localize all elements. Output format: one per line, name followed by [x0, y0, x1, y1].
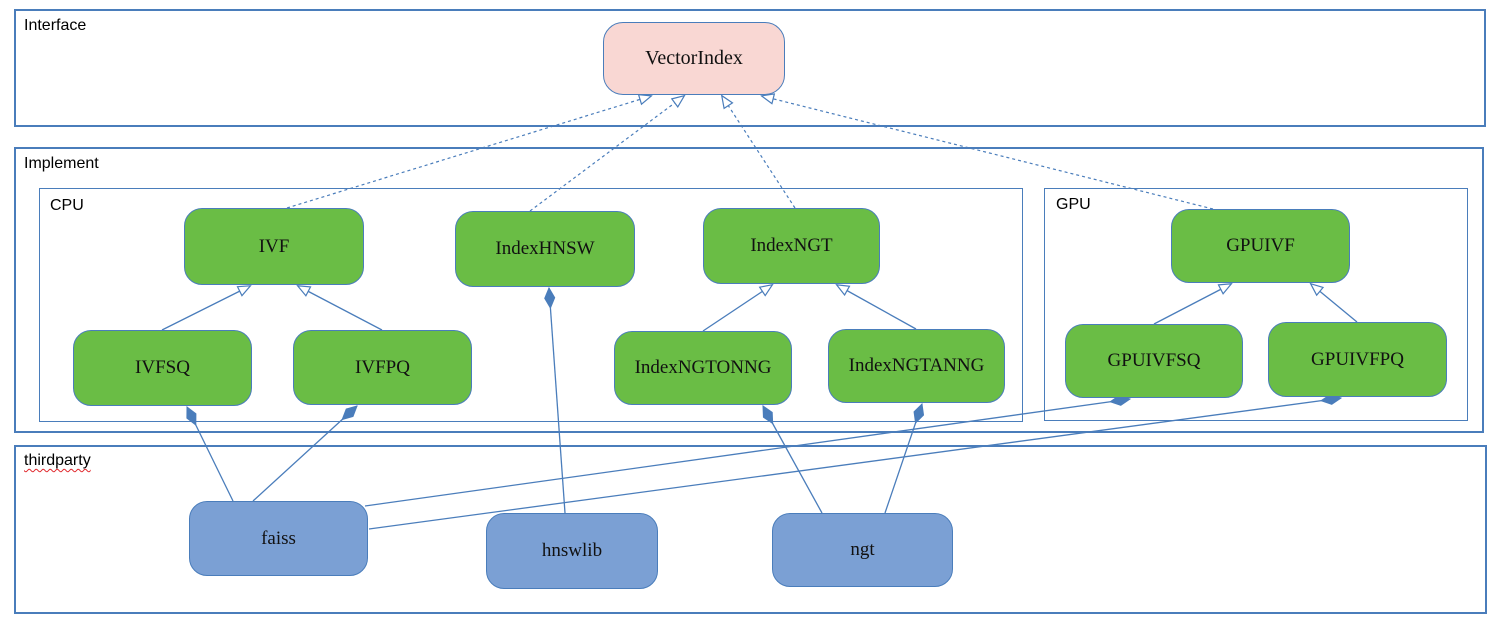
node-indexngtonng: IndexNGTONNG: [614, 331, 792, 405]
node-gpuivf-label: GPUIVF: [1226, 235, 1295, 256]
node-ivf-label: IVF: [258, 235, 290, 257]
node-indexngtanng-label: IndexNGTANNG: [848, 355, 985, 376]
node-indexngtanng: IndexNGTANNG: [828, 329, 1005, 403]
node-gpuivfsq-label: GPUIVFSQ: [1107, 350, 1201, 371]
node-vectorindex: VectorIndex: [603, 22, 785, 95]
node-ivfsq: IVFSQ: [73, 330, 252, 406]
node-ivf: IVF: [184, 208, 364, 285]
gpu-label: GPU: [1056, 196, 1091, 213]
implement-label: Implement: [24, 155, 99, 172]
thirdparty-label: thirdparty: [24, 452, 91, 469]
node-ivfpq-label: IVFPQ: [355, 356, 410, 378]
node-indexngt: IndexNGT: [703, 208, 880, 284]
node-hnswlib: hnswlib: [486, 513, 658, 589]
node-gpuivfpq: GPUIVFPQ: [1268, 322, 1447, 397]
node-gpuivf: GPUIVF: [1171, 209, 1350, 283]
node-ngt: ngt: [772, 513, 953, 587]
interface-label: Interface: [24, 17, 87, 34]
node-ngt-label: ngt: [850, 539, 875, 560]
node-indexhnsw-label: IndexHNSW: [495, 238, 595, 259]
node-hnswlib-label: hnswlib: [541, 540, 603, 561]
node-faiss: faiss: [189, 501, 368, 576]
node-ivfpq: IVFPQ: [293, 330, 472, 405]
node-vectorindex-label: VectorIndex: [645, 47, 743, 69]
node-ivfsq-label: IVFSQ: [135, 357, 190, 378]
node-indexngtonng-label: IndexNGTONNG: [634, 357, 772, 378]
node-indexngt-label: IndexNGT: [750, 235, 833, 256]
node-gpuivfsq: GPUIVFSQ: [1065, 324, 1243, 398]
node-faiss-label: faiss: [261, 527, 296, 549]
cpu-label: CPU: [50, 197, 84, 214]
node-gpuivfpq-label: GPUIVFPQ: [1311, 348, 1404, 370]
node-indexhnsw: IndexHNSW: [455, 211, 635, 287]
